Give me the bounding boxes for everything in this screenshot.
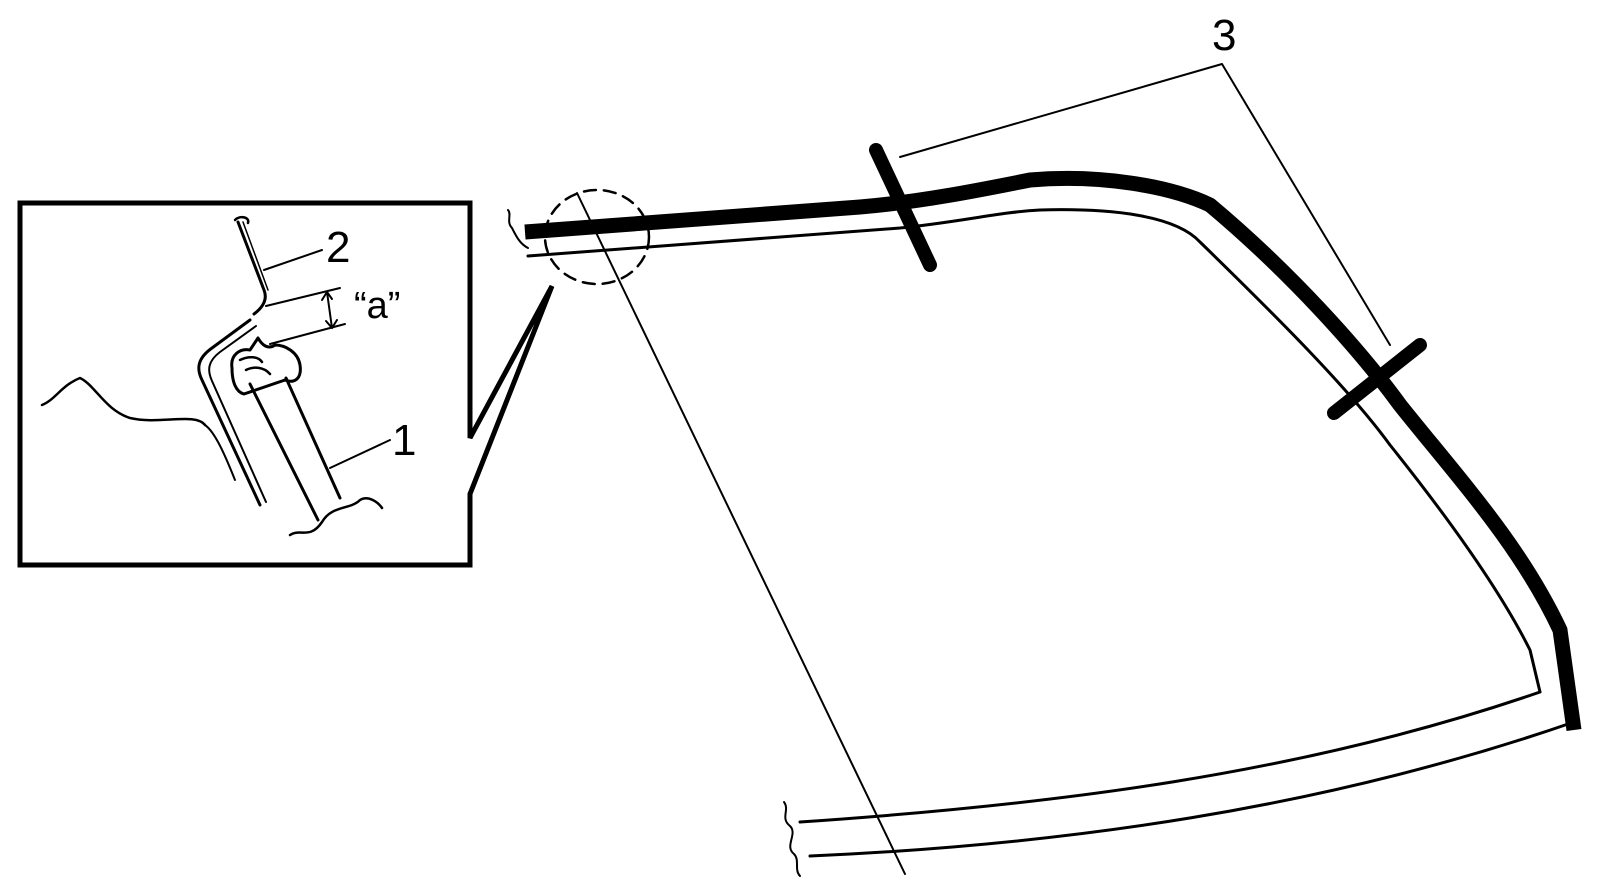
spacer-top: [869, 143, 937, 272]
glass-edge-lower: [798, 690, 1542, 824]
section-cut-line: [576, 192, 906, 875]
frame-break-bottom: [783, 801, 801, 877]
label-gap-a: “a”: [354, 285, 400, 327]
interior-trim-curve: [40, 376, 207, 427]
pinch-weld-panel: [197, 318, 262, 507]
leader-3: [899, 63, 1391, 346]
dimension-a-arrows: [321, 291, 338, 329]
glass-edge-upper: [526, 208, 1542, 694]
label-2: 2: [326, 223, 350, 272]
weatherstrip-body: [248, 376, 342, 522]
detail-inset-frame: [17, 200, 555, 568]
detail-circle: [543, 188, 651, 286]
label-1: 1: [392, 416, 416, 465]
body-panel-flange: [233, 215, 250, 225]
frame-edge-lower: [808, 720, 1576, 858]
dimension-a-lines: [265, 287, 346, 345]
label-3: 3: [1212, 11, 1236, 60]
leader-2: [263, 249, 323, 271]
weatherstrip-outer: [524, 170, 1582, 732]
inset-section-detail: [40, 215, 391, 537]
spacer-right: [1327, 338, 1427, 420]
weatherstrip-lip: [230, 336, 302, 396]
frame-break-top: [507, 209, 529, 249]
leader-1: [329, 439, 391, 469]
windshield-frame: [507, 63, 1582, 877]
